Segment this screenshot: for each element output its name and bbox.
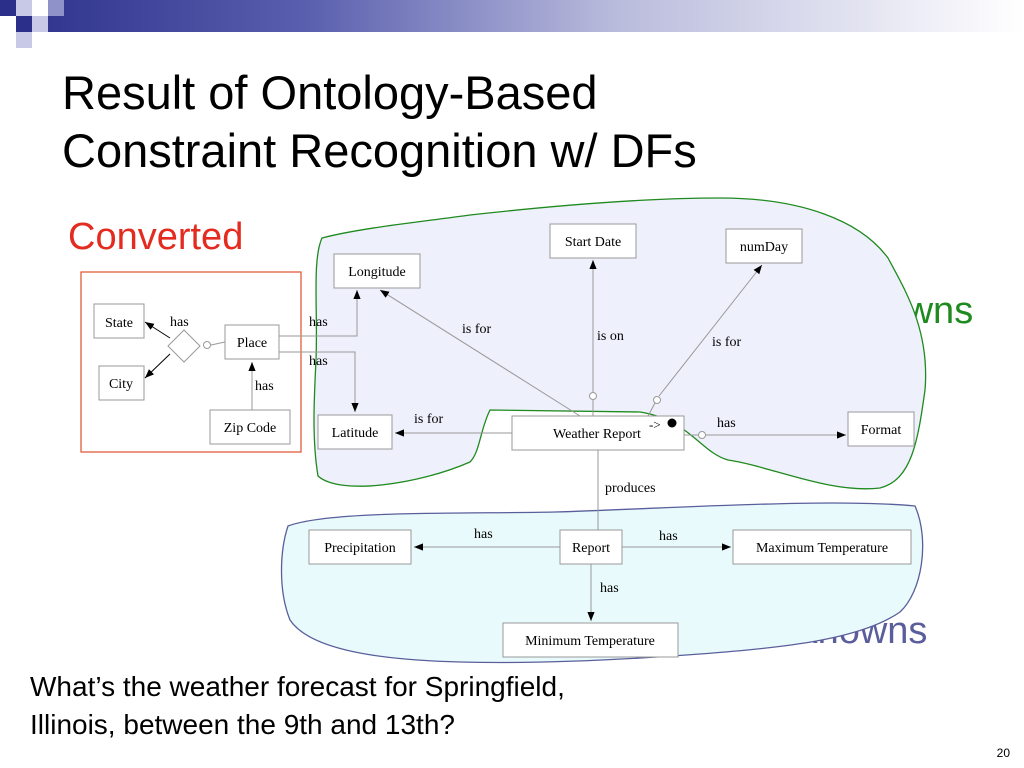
edge-wr-format-connector bbox=[698, 431, 706, 439]
page-number: 20 bbox=[996, 746, 1010, 760]
edge-diamond-connector bbox=[203, 341, 211, 349]
node-precipitation: Precipitation bbox=[308, 529, 412, 565]
node-start-date-label: Start Date bbox=[565, 235, 621, 250]
edge-label-wr-has-format: has bbox=[717, 416, 736, 431]
corner-square-8 bbox=[16, 32, 32, 48]
node-format-label: Format bbox=[861, 423, 902, 438]
node-maximum-temperature-label: Maximum Temperature bbox=[756, 541, 888, 556]
edge-label-wr-is-for-longitude: is for bbox=[462, 322, 492, 337]
edge-has-diamond bbox=[167, 329, 201, 363]
edge-wr-start-date-connector bbox=[589, 392, 597, 400]
edge-label-wr-is-for-numday: is for bbox=[712, 335, 742, 350]
edge-label-wr-is-on: is on bbox=[597, 329, 624, 344]
corner-square-2 bbox=[16, 0, 32, 16]
node-weather-report: Weather Report bbox=[511, 415, 685, 451]
corner-square-3 bbox=[32, 0, 48, 16]
node-start-date: Start Date bbox=[549, 223, 637, 259]
node-zip-code: Zip Code bbox=[209, 409, 291, 445]
edge-label-report-has-precipitation: has bbox=[474, 527, 493, 542]
query-text: What’s the weather forecast for Springfi… bbox=[30, 668, 565, 744]
node-format: Format bbox=[847, 411, 915, 447]
node-numday: numDay bbox=[725, 228, 803, 264]
edge-label-report-has-min-temp: has bbox=[600, 581, 619, 596]
edge-label-zip-has: has bbox=[255, 379, 274, 394]
node-city-label: City bbox=[109, 377, 133, 392]
converted-region bbox=[80, 271, 302, 453]
fd-marker-label: -> bbox=[649, 417, 661, 432]
edge-label-place-has-latitude: has bbox=[309, 354, 328, 369]
corner-square-4 bbox=[48, 0, 64, 16]
node-longitude-label: Longitude bbox=[348, 265, 406, 280]
node-city: City bbox=[98, 365, 145, 401]
edge-place-latitude bbox=[279, 351, 359, 412]
node-precipitation-label: Precipitation bbox=[324, 541, 396, 556]
slide-title: Result of Ontology-Based Constraint Reco… bbox=[62, 64, 697, 180]
corner-square-9 bbox=[32, 32, 48, 48]
edge-wr-longitude bbox=[379, 289, 581, 417]
node-report: Report bbox=[559, 529, 623, 565]
header-gradient-bar bbox=[0, 0, 1024, 32]
edge-label-place-has: has bbox=[170, 315, 189, 330]
node-numday-label: numDay bbox=[740, 240, 788, 255]
node-report-label: Report bbox=[572, 541, 610, 556]
title-line-2: Constraint Recognition w/ DFs bbox=[62, 124, 697, 177]
node-maximum-temperature: Maximum Temperature bbox=[732, 529, 912, 565]
edge-wr-numday-connector bbox=[653, 396, 661, 404]
node-state: State bbox=[93, 303, 145, 339]
node-zip-code-label: Zip Code bbox=[224, 421, 277, 436]
edge-diamond-place bbox=[210, 341, 226, 346]
corner-square-6 bbox=[16, 16, 32, 32]
node-state-label: State bbox=[105, 316, 133, 331]
corner-square-5 bbox=[0, 16, 16, 32]
edge-diamond-city bbox=[144, 353, 171, 379]
node-weather-report-label: Weather Report bbox=[553, 427, 641, 442]
node-minimum-temperature-label: Minimum Temperature bbox=[525, 634, 655, 649]
edge-label-report-has-max-temp: has bbox=[659, 529, 678, 544]
query-line-1: What’s the weather forecast for Springfi… bbox=[30, 671, 565, 702]
edge-label-wr-produces: produces bbox=[605, 481, 656, 496]
title-line-1: Result of Ontology-Based bbox=[62, 66, 598, 119]
node-latitude-label: Latitude bbox=[332, 426, 379, 441]
converted-label: Converted bbox=[68, 216, 244, 258]
query-line-2: Illinois, between the 9th and 13th? bbox=[30, 709, 455, 740]
corner-square-7 bbox=[32, 16, 48, 32]
node-longitude: Longitude bbox=[333, 253, 421, 289]
edge-wr-numday-stub bbox=[647, 402, 656, 417]
edge-label-wr-is-for-latitude: is for bbox=[414, 412, 444, 427]
edge-place-longitude bbox=[279, 290, 361, 337]
node-minimum-temperature: Minimum Temperature bbox=[502, 622, 679, 658]
fd-marker-dot bbox=[667, 418, 677, 428]
node-place: Place bbox=[224, 324, 280, 360]
edge-wr-numday bbox=[658, 264, 763, 397]
node-latitude: Latitude bbox=[317, 414, 393, 450]
knowns-region bbox=[313, 197, 927, 490]
node-place-label: Place bbox=[237, 336, 267, 351]
edge-label-place-has-longitude: has bbox=[309, 315, 328, 330]
edge-diamond-state bbox=[144, 321, 171, 339]
corner-square-1 bbox=[0, 0, 16, 16]
